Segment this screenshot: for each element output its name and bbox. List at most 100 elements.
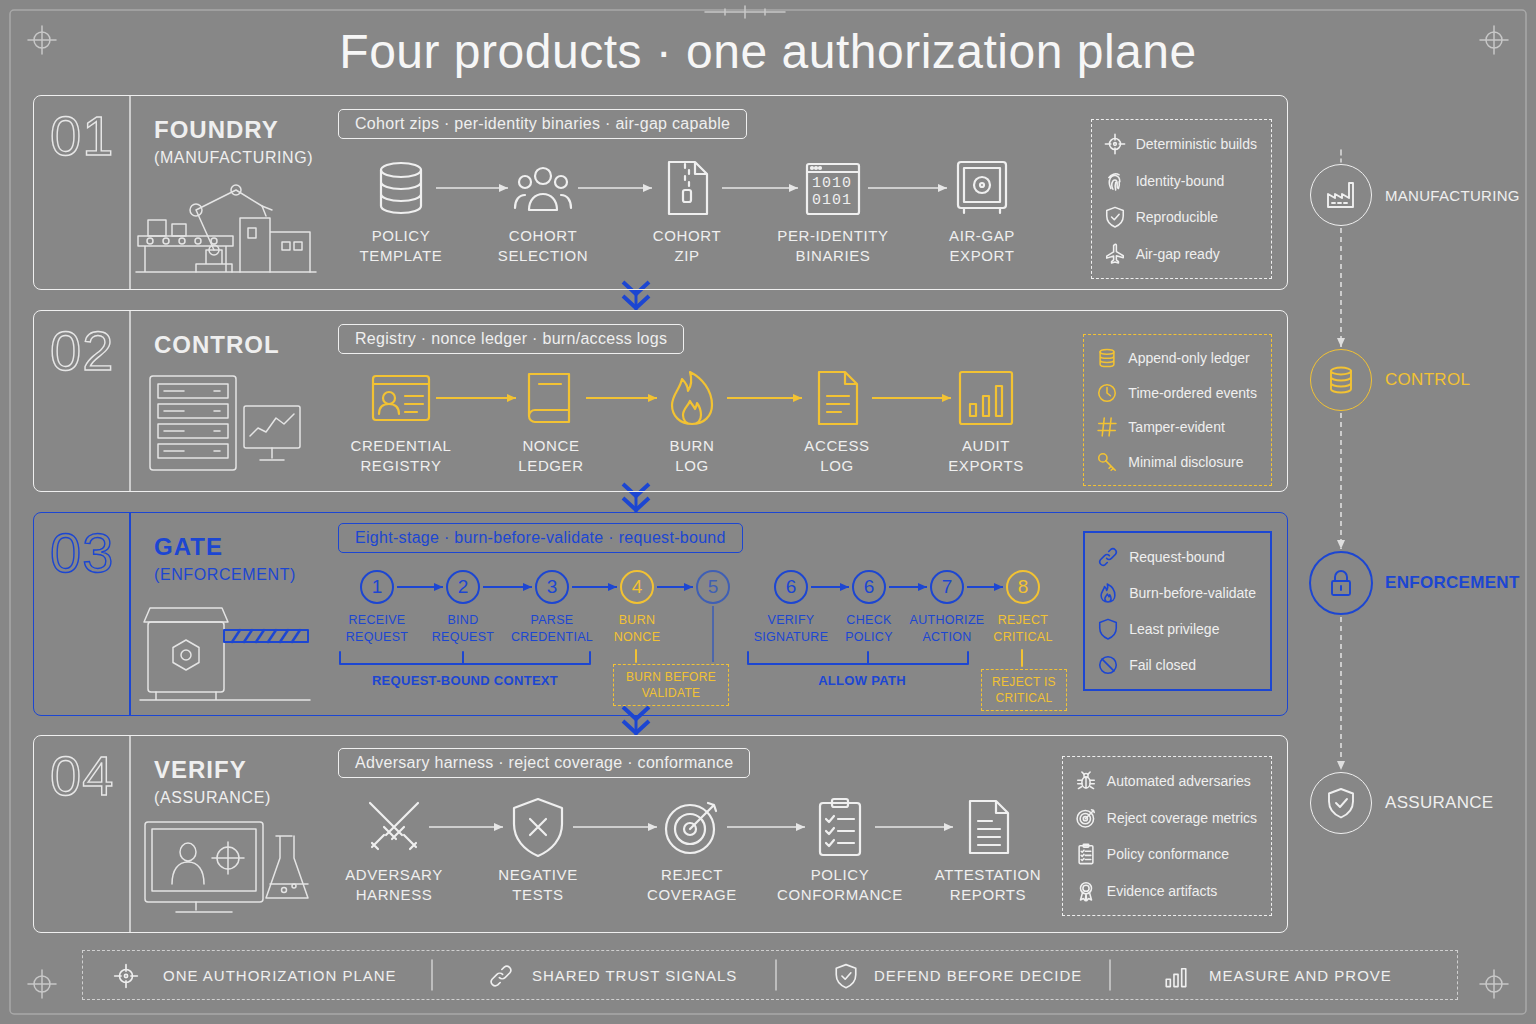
graphic-part [1100, 657, 1117, 674]
graphic-part [147, 238, 153, 244]
icon [369, 156, 433, 220]
step-icon [506, 795, 570, 859]
graphic-part [115, 965, 138, 988]
feature-text: Append-only ledger [1128, 350, 1249, 366]
feature-icon [1104, 206, 1126, 228]
flow-arrow [712, 606, 714, 662]
graphic-part [1340, 150, 1342, 162]
graphic-part [172, 224, 186, 236]
graphic-part [397, 188, 1341, 827]
feature-text: Reproducible [1136, 209, 1219, 225]
icon [1104, 206, 1126, 228]
feature-icon [1104, 170, 1126, 192]
feature-row: Policy conformance [1075, 843, 1257, 865]
icon [1325, 364, 1357, 396]
feature-text: Air-gap ready [1136, 246, 1220, 262]
step-icon [655, 156, 719, 220]
graphic-part [1077, 810, 1094, 827]
graphic-part [373, 383, 429, 385]
stage-circle: 7AUTHORIZE ACTION [930, 570, 964, 604]
chevron-arrow [635, 492, 638, 512]
stage-circle: 1RECEIVE REQUEST [360, 570, 394, 604]
footer-icon [833, 963, 859, 989]
band-subtitle: (MANUFACTURING) [154, 149, 313, 167]
graphic-part [807, 164, 859, 214]
graphic-part [1329, 789, 1353, 818]
graphic-part [148, 220, 166, 236]
graphic-part [1100, 350, 1114, 355]
process-step: ACCESS LOG [805, 366, 869, 430]
graphic-part [519, 176, 531, 188]
stage-label: BURN NONCE [613, 612, 662, 646]
graphic-part [1098, 418, 1116, 436]
tagline-pill: Registry · nonce ledger · burn/access lo… [338, 324, 684, 354]
feature-list: Deterministic buildsIdentity-boundReprod… [1091, 119, 1272, 279]
footer-icon [1163, 963, 1189, 989]
graphic-part [383, 392, 395, 404]
graphic-part [10, 6, 1526, 1014]
stage-label: AUTHORIZE ACTION [909, 612, 986, 646]
step-icon [369, 156, 433, 220]
stage-circle: 6VERIFY SIGNATURE [774, 570, 808, 604]
icon [1097, 618, 1119, 640]
graphic-part [815, 167, 817, 169]
tagline-pill: Adversary harness · reject coverage · co… [338, 748, 750, 778]
graphic-part [1081, 850, 1091, 860]
process-step: NEGATIVE TESTS [506, 795, 570, 859]
flow-arrow [436, 397, 516, 399]
binary-digits: 1010 [812, 176, 852, 191]
product-band: 01FOUNDRY(MANUFACTURING)Cohort zips · pe… [33, 95, 1288, 290]
feature-text: Tamper-evident [1128, 419, 1225, 435]
icon [954, 366, 1018, 430]
icon [1104, 170, 1126, 192]
footer-icon [113, 963, 139, 989]
icon [1325, 567, 1357, 599]
feature-icon [1096, 382, 1118, 404]
graphic-part [555, 176, 567, 188]
icon [1163, 963, 1189, 989]
track-circle: ASSURANCE [1310, 772, 1372, 834]
feature-row: Time-ordered events [1096, 382, 1257, 404]
graphic-part [807, 171, 859, 173]
note-box: REJECT IS CRITICAL [981, 669, 1067, 711]
step-icon [369, 366, 433, 430]
footer-item: MEASURE AND PROVE [1209, 967, 1392, 984]
graphic-part [960, 372, 1012, 424]
feature-icon [1097, 654, 1119, 676]
icon [1325, 179, 1357, 211]
icon [1096, 382, 1118, 404]
feature-text: Minimal disclosure [1128, 454, 1243, 470]
process-step: COHORT ZIP [655, 156, 719, 220]
step-icon [954, 366, 1018, 430]
graphic-part [173, 640, 199, 670]
step-label: AIR-GAP EXPORT [948, 226, 1016, 266]
flow-arrow [889, 586, 927, 588]
flow-arrow [727, 826, 805, 828]
feature-text: Fail closed [1129, 657, 1196, 673]
icon [833, 963, 859, 989]
stage-number: 6 [854, 572, 884, 602]
feature-icon [1104, 133, 1126, 155]
feature-text: Evidence artifacts [1107, 883, 1218, 899]
feature-row: Deterministic builds [1104, 133, 1257, 155]
footer-band: ONE AUTHORIZATION PLANESHARED TRUST SIGN… [82, 950, 1458, 1000]
icon [950, 156, 1014, 220]
band-number: 04 [50, 748, 114, 804]
graphic-part [28, 26, 56, 54]
graphic-part [266, 836, 308, 898]
step-label: NONCE LEDGER [517, 436, 585, 476]
feature-list: Request-boundBurn-before-validateLeast p… [1083, 531, 1272, 691]
stage-circle: 3PARSE CREDENTIAL [535, 570, 569, 604]
graphic-part [832, 799, 848, 807]
feature-icon [1075, 807, 1097, 829]
graphic-part [1166, 979, 1170, 986]
feature-row: Automated adversaries [1075, 770, 1257, 792]
graphic-part [136, 236, 316, 272]
graphic-part [248, 228, 256, 238]
product-band: 03GATE(ENFORCEMENT)Eight-stage · burn-be… [33, 512, 1288, 716]
stage-circle: 4BURN NONCE [620, 570, 654, 604]
binary-digits: 0101 [812, 193, 852, 208]
track-circle: CONTROL [1310, 349, 1372, 411]
icon [1104, 133, 1126, 155]
